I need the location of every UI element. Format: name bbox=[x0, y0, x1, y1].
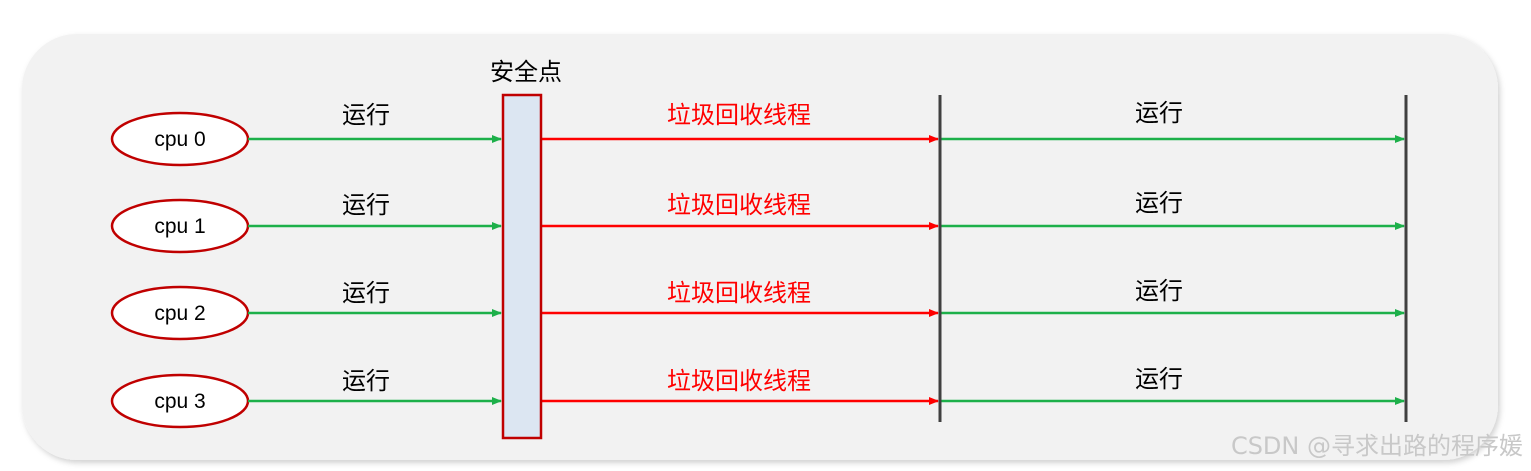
gc-label: 垃圾回收线程 bbox=[667, 367, 811, 395]
gc-label: 垃圾回收线程 bbox=[667, 279, 811, 307]
resume-run-label: 运行 bbox=[1135, 365, 1183, 393]
safepoint-bar bbox=[501, 93, 543, 440]
cpu-rows: cpu 0运行垃圾回收线程运行cpu 1运行垃圾回收线程运行cpu 2运行垃圾回… bbox=[110, 99, 1405, 429]
cpu-label: cpu 2 bbox=[154, 302, 205, 325]
cpu-label: cpu 1 bbox=[154, 215, 205, 238]
cpu-row: cpu 1 运行 垃圾回收线程 运行 bbox=[110, 189, 1405, 254]
resume-run-label: 运行 bbox=[1135, 189, 1183, 217]
cpu-row: cpu 2 运行 垃圾回收线程 运行 bbox=[110, 277, 1405, 341]
resume-run-label: 运行 bbox=[1135, 99, 1183, 127]
gc-label: 垃圾回收线程 bbox=[667, 101, 811, 129]
cpu-label: cpu 0 bbox=[154, 128, 205, 151]
cpu-label: cpu 3 bbox=[154, 390, 205, 413]
safepoint-label: 安全点 bbox=[490, 58, 562, 86]
run-label: 运行 bbox=[342, 191, 390, 219]
cpu-row: cpu 0 运行 垃圾回收线程 运行 bbox=[110, 99, 1405, 167]
background-panel bbox=[22, 34, 1498, 460]
run-label: 运行 bbox=[342, 279, 390, 307]
run-label: 运行 bbox=[342, 367, 390, 395]
resume-run-label: 运行 bbox=[1135, 277, 1183, 305]
cpu-row: cpu 3 运行 垃圾回收线程 运行 bbox=[110, 365, 1405, 429]
gc-label: 垃圾回收线程 bbox=[667, 191, 811, 219]
csdn-watermark: CSDN @寻求出路的程序媛 bbox=[1230, 432, 1523, 460]
run-label: 运行 bbox=[342, 101, 390, 129]
